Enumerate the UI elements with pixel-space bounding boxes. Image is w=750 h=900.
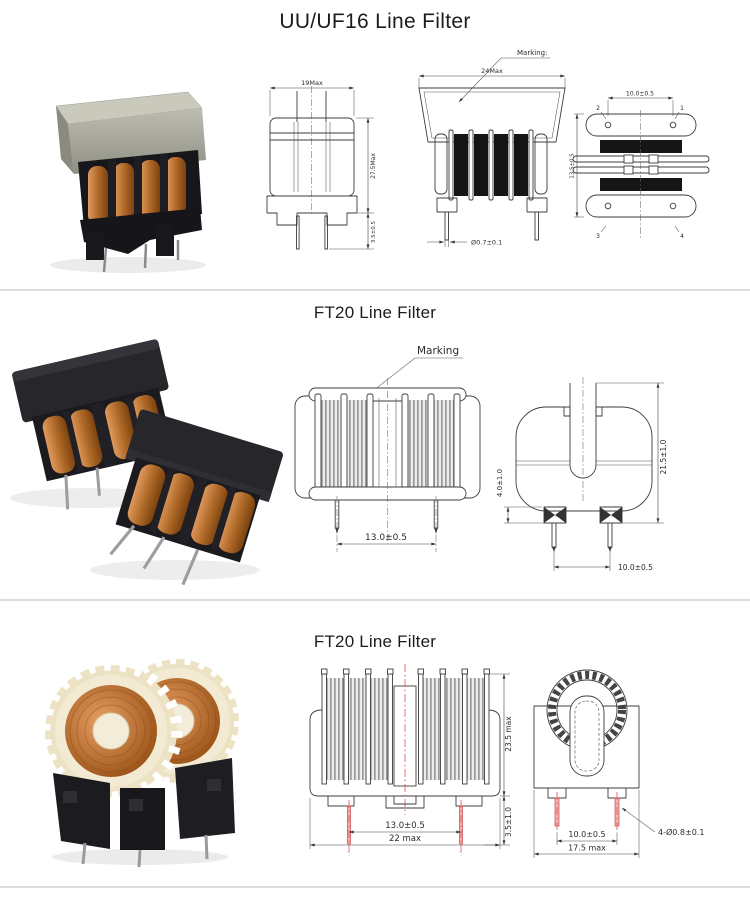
- ft20-cream-photo: [39, 654, 244, 868]
- cream-disk-front: [39, 659, 183, 803]
- uu16-photo: [50, 91, 206, 273]
- marking-label: Marking:: [517, 49, 547, 57]
- dim-label-pin-pitch: 13.0±0.5: [365, 533, 407, 543]
- dim-label-height: 27.5Max: [370, 153, 377, 179]
- dim-label-pin-length: 3.5±0.5: [371, 220, 377, 243]
- ft20-photo: [10, 339, 283, 586]
- uu16-side-view-drawing: Marking: 24Max Ø0.7±0.1: [418, 49, 566, 247]
- section-divider-3: [0, 886, 750, 888]
- dim-label-depth: 13.5±0.5: [570, 153, 576, 179]
- uu16-plan-view-drawing: 10.0±0.5 2 1 3 4 13.5±0.5: [570, 91, 710, 240]
- uu16-front-view-drawing: 19Max 27.5Max 3.5±0.5: [266, 79, 377, 250]
- dim-label-width: 24Max: [481, 67, 503, 75]
- uu16-photo-base: [80, 208, 202, 273]
- dim-label-width: 22 max: [389, 834, 421, 844]
- dim-label-pin-pitch: 10.0±0.5: [626, 91, 654, 98]
- dim-label-height: 21.5±1.0: [659, 439, 668, 474]
- section3-title: FT20 Line Filter: [313, 632, 437, 651]
- pin-label-2: 2: [596, 105, 600, 112]
- dim-label-pin-pitch: 10.0±0.5: [568, 830, 605, 839]
- cream-photo-base: [53, 758, 235, 868]
- ft20-photo-unit-b: [109, 409, 283, 586]
- ft20-side-view-drawing: 21.5±1.0 4.0±1.0 10.0±0.5: [496, 377, 668, 572]
- section-divider-2: [0, 599, 750, 601]
- dim-label-pin-pitch: 10.0±0.5: [618, 563, 653, 572]
- dim-label-width: 19Max: [301, 79, 323, 87]
- dim-label-pin-length: 4.0±1.0: [496, 469, 504, 497]
- uu16-photo-coils: [88, 154, 186, 224]
- ft20b-front-view-drawing: 23.5 max 3.5±1.0 13.0±0.5 22 max: [309, 664, 513, 856]
- marking-label: Marking: [417, 345, 459, 357]
- pin-label-1: 1: [680, 105, 684, 112]
- ft20b-side-view-drawing: 10.0±0.5 17.5 max 4-Ø0.8±0.1: [533, 669, 704, 858]
- section1-title: UU/UF16 Line Filter: [279, 10, 471, 33]
- dim-label-pin-pitch: 13.0±0.5: [385, 821, 425, 831]
- pin-label-4: 4: [680, 233, 684, 240]
- pin-spec-label: 4-Ø0.8±0.1: [658, 827, 704, 837]
- dim-label-pin-diameter: Ø0.7±0.1: [471, 239, 502, 247]
- dim-label-pin-length: 3.5±1.0: [504, 807, 513, 837]
- pin-label-3: 3: [596, 233, 600, 240]
- ft20-front-view-drawing: Marking 13.0±0.5: [294, 345, 481, 552]
- bobbin-fins: [321, 668, 490, 785]
- section-divider-1: [0, 289, 750, 291]
- dim-label-width: 17.5 max: [568, 844, 606, 853]
- dim-label-height: 23.5 max: [504, 716, 513, 752]
- section2-title: FT20 Line Filter: [313, 303, 437, 322]
